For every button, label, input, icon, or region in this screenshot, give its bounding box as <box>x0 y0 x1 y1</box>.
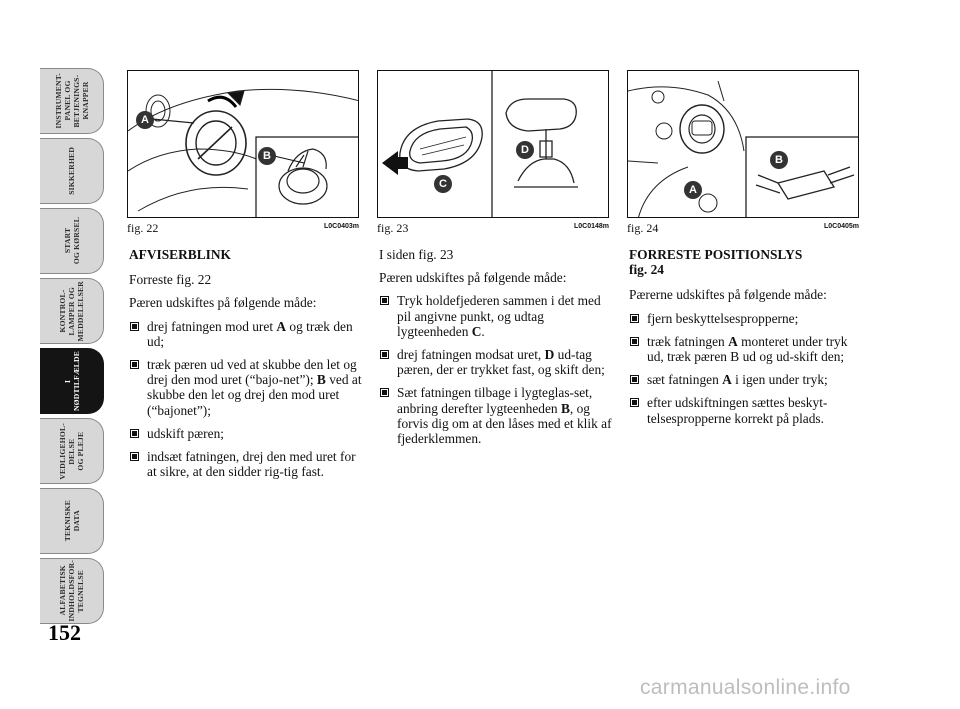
list-item: drej fatningen mod uret A og træk den ud… <box>129 319 365 349</box>
checkbox-bullet-icon <box>130 452 139 462</box>
tab-label: ALFABETISK INDHOLDSFOR- TEGNELSE <box>58 560 85 622</box>
checkbox-bullet-icon <box>380 388 389 398</box>
figure-code: L0C0403m <box>323 223 359 230</box>
checkbox-bullet-icon <box>380 350 389 360</box>
list-item: Tryk holdefjederen sammen i det med pil … <box>379 293 615 339</box>
callout-a: A <box>684 181 702 199</box>
section-heading: FORRESTE POSITIONSLYS <box>629 247 803 262</box>
tab-warning-lights[interactable]: KONTROL- LAMPER OG MEDDELELSER <box>40 278 104 344</box>
section-heading-fig: fig. 24 <box>629 262 664 278</box>
callout-b: B <box>258 147 276 165</box>
list-item: træk pæren ud ved at skubbe den let og d… <box>129 357 365 418</box>
page-number: 152 <box>48 620 81 645</box>
tab-safety[interactable]: SIKKERHED <box>40 138 104 204</box>
checkbox-bullet-icon <box>630 398 639 408</box>
instruction-list: drej fatningen mod uret A og træk den ud… <box>129 319 365 480</box>
tab-label: VEDLIGEHOL- DELSE OG PLEJE <box>58 422 85 480</box>
text-column-turn-signals: AFVISERBLINK Forreste fig. 22 Pæren udsk… <box>129 247 365 487</box>
text-column-side-signal: I siden fig. 23 Pæren udskiftes på følge… <box>379 247 615 454</box>
list-item: Sæt fatningen tilbage i lygteglas-set, a… <box>379 385 615 446</box>
instruction-list: fjern beskyttelsespropperne; træk fatnin… <box>629 311 865 426</box>
figure-23-illustration: C D <box>377 70 609 218</box>
tab-label: START OG KØRSEL <box>62 217 81 265</box>
callout-d: D <box>516 141 534 159</box>
checkbox-bullet-icon <box>630 336 639 346</box>
list-item: træk fatningen A monteret under tryk ud,… <box>629 334 865 364</box>
tab-label: INSTRUMENT- PANEL OG BETJENINGS- KNAPPER <box>53 73 90 129</box>
figure-23-caption: fig. 23 L0C0148m <box>377 221 609 235</box>
figure-24-caption: fig. 24 L0C0405m <box>627 221 859 235</box>
figure-24-illustration: A B <box>627 70 859 218</box>
tab-emergency[interactable]: I NØDTILFÆLDE <box>40 348 104 414</box>
checkbox-bullet-icon <box>130 321 139 331</box>
tab-maintenance[interactable]: VEDLIGEHOL- DELSE OG PLEJE <box>40 418 104 484</box>
tab-start-driving[interactable]: START OG KØRSEL <box>40 208 104 274</box>
intro-text: Pæren udskiftes på følgende måde: <box>379 270 567 286</box>
figure-22-caption: fig. 22 L0C0403m <box>127 221 359 235</box>
tab-label: SIKKERHED <box>67 147 76 195</box>
list-item: indsæt fatningen, drej den med uret for … <box>129 449 365 479</box>
checkbox-bullet-icon <box>380 296 389 306</box>
tab-label: TEKNISKE DATA <box>62 500 81 542</box>
list-item: drej fatningen modsat uret, D ud-tag pær… <box>379 347 615 377</box>
sub-heading: Forreste fig. 22 <box>129 272 212 288</box>
tab-technical-data[interactable]: TEKNISKE DATA <box>40 488 104 554</box>
checkbox-bullet-icon <box>630 313 639 323</box>
checkbox-bullet-icon <box>130 428 139 438</box>
list-item: udskift pæren; <box>129 426 365 441</box>
tab-index[interactable]: ALFABETISK INDHOLDSFOR- TEGNELSE <box>40 558 104 624</box>
callout-a: A <box>136 111 154 129</box>
list-item: sæt fatningen A i igen under tryk; <box>629 372 865 387</box>
figure-22-illustration: A B <box>127 70 359 218</box>
watermark: carmanualsonline.info <box>640 676 851 699</box>
instruction-list: Tryk holdefjederen sammen i det med pil … <box>379 293 615 446</box>
callout-c: C <box>434 175 452 193</box>
tab-instrument-panel[interactable]: INSTRUMENT- PANEL OG BETJENINGS- KNAPPER <box>40 68 104 134</box>
checkbox-bullet-icon <box>130 360 139 370</box>
list-item: efter udskiftningen sættes beskyt-telses… <box>629 395 865 426</box>
figure-code: L0C0148m <box>573 223 609 230</box>
intro-text: Pæren udskiftes på følgende måde: <box>129 295 317 311</box>
tab-label: KONTROL- LAMPER OG MEDDELELSER <box>58 280 85 342</box>
tab-label: I NØDTILFÆLDE <box>62 350 81 411</box>
section-heading: I siden fig. 23 <box>379 247 454 262</box>
list-item: fjern beskyttelsespropperne; <box>629 311 865 326</box>
text-column-position-lights: FORRESTE POSITIONSLYS fig. 24 Pærerne ud… <box>629 247 865 434</box>
intro-text: Pærerne udskiftes på følgende måde: <box>629 287 827 303</box>
callout-b: B <box>770 151 788 169</box>
checkbox-bullet-icon <box>630 375 639 385</box>
section-heading: AFVISERBLINK <box>129 247 231 262</box>
figure-code: L0C0405m <box>823 223 859 230</box>
